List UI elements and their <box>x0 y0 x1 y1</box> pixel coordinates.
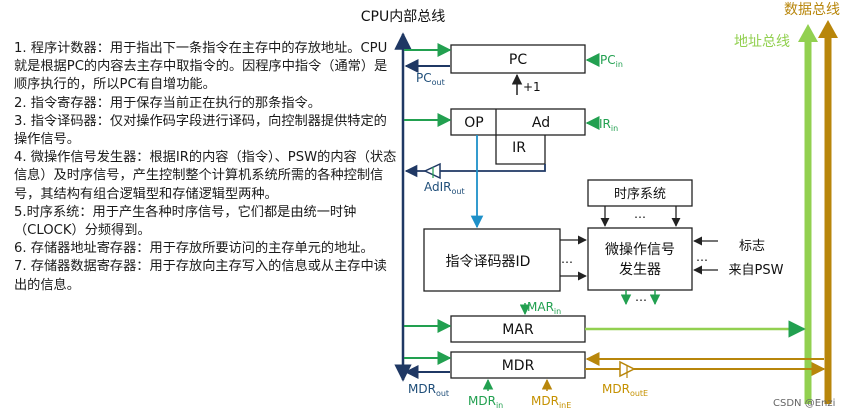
instruction-decoder-block <box>423 228 561 292</box>
description-pc: 1. 程序计数器：用于指出下一条指令在主存中的存放地址。CPU就是根据PC的内容… <box>14 41 388 93</box>
mdr-in-label: MDRin <box>468 394 503 410</box>
flag-label: 标志 <box>739 239 765 254</box>
mdr-label: MDR <box>502 358 535 374</box>
data-bus-label: 数据总线 <box>784 2 840 18</box>
pc-out-label: PCout <box>416 71 445 87</box>
mdr-out-label: MDRout <box>408 382 449 398</box>
micro-op-generator-label-2: 发生器 <box>619 262 661 278</box>
description-mar: 6. 存储器地址寄存器：用于存放所要访问的主存单元的地址。 <box>14 241 374 257</box>
adir-out-wire <box>440 164 546 172</box>
timing-system-block <box>587 179 693 207</box>
mar-in-label: MARin <box>527 300 561 316</box>
mdr-oute-label: MDRoutE <box>602 382 648 398</box>
watermark-credit: CSDN @Enzi <box>773 398 835 409</box>
description-micro-op: 4. 微操作信号发生器：根据IR的内容（指令）、PSW的内容（状态信息）及时序信… <box>14 150 397 202</box>
description-ir: 2. 指令寄存器：用于保存当前正在执行的那条指令。 <box>14 95 321 111</box>
decoder-output-ellipsis: … <box>561 252 573 266</box>
ir-op-field: OP <box>464 115 483 131</box>
ir-ad-field: Ad <box>532 115 550 131</box>
mar-label: MAR <box>502 322 534 338</box>
description-list: 1. 程序计数器：用于指出下一条指令在主存中的存放地址。CPU就是根据PC的内容… <box>14 40 400 295</box>
description-mdr: 7. 存储器数据寄存器：用于存放向主存写入的信息或从主存中读出的信息。 <box>14 259 387 293</box>
address-bus-label: 地址总线 <box>734 34 790 50</box>
ir-in-label: IRin <box>599 117 618 133</box>
pc-in-label: PCin <box>600 53 623 69</box>
pc-label: PC <box>509 52 527 68</box>
pc-increment-label: +1 <box>523 80 541 94</box>
timing-system-label: 时序系统 <box>614 187 666 202</box>
mdr-ine-label: MDRinE <box>531 394 571 410</box>
mdr-register <box>450 351 586 379</box>
adir-out-label: AdIRout <box>424 180 465 196</box>
micro-op-generator-block <box>587 227 693 291</box>
ir-lower-outline <box>495 135 546 165</box>
flag-input-ellipsis: … <box>696 250 708 264</box>
data-bus-arrowhead <box>818 20 838 38</box>
micro-op-generator-label-1: 微操作信号 <box>605 242 675 258</box>
description-timing: 5.时序系统：用于产生各种时序信号，它们都是由统一时钟（CLOCK）分频得到。 <box>14 204 357 239</box>
pc-register <box>450 44 586 74</box>
cpu-internal-bus-title: CPU内部总线 <box>361 9 445 25</box>
description-decoder: 3. 指令译码器：仅对操作码字段进行译码，向控制器提供特定的操作信号。 <box>14 113 387 148</box>
flag-source-label: 来自PSW <box>729 263 784 278</box>
instruction-decoder-label: 指令译码器ID <box>446 254 531 270</box>
address-bus-arrowhead <box>798 24 818 42</box>
micro-output-ellipsis: … <box>635 290 647 304</box>
ir-label: IR <box>512 140 526 156</box>
timing-ellipsis: … <box>634 207 646 221</box>
